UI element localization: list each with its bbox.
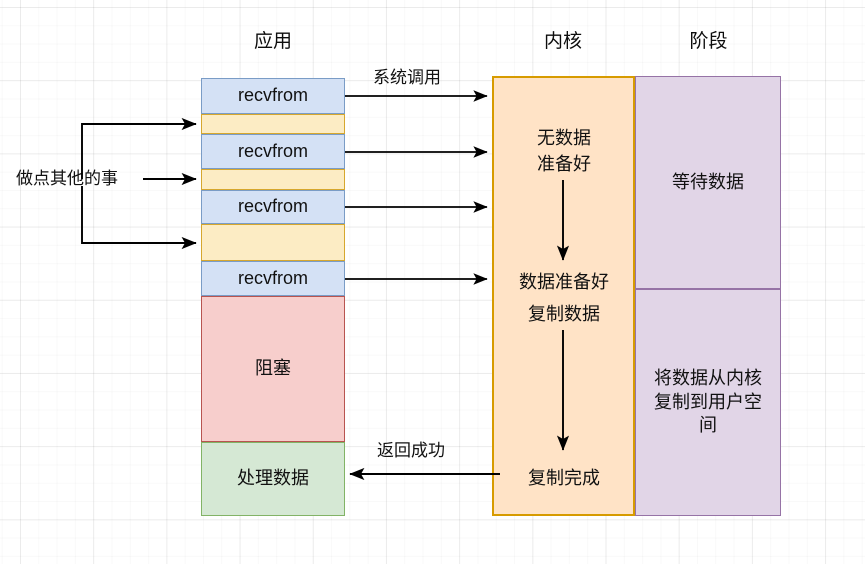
kernel-copy-data: 复制数据: [528, 304, 600, 324]
app-block-recvfrom-1: recvfrom: [201, 78, 345, 114]
kernel-no-data-line1: 无数据: [537, 128, 591, 148]
kernel-copy-done: 复制完成: [528, 468, 600, 488]
app-block-label: recvfrom: [237, 85, 308, 106]
app-block-label: recvfrom: [237, 196, 308, 217]
label-return-success: 返回成功: [377, 441, 445, 460]
column-header-phase: 阶段: [689, 31, 728, 52]
app-block-label: 处理数据: [237, 468, 309, 489]
app-block-idle-2: [201, 169, 345, 190]
app-block-idle-3: [201, 224, 345, 261]
app-block-recvfrom-3: recvfrom: [201, 190, 345, 224]
phase-waiting-label: 等待数据: [672, 171, 744, 192]
column-header-kernel: 内核: [543, 31, 582, 52]
app-block-label: recvfrom: [237, 267, 308, 288]
app-block-process: 处理数据: [201, 442, 345, 516]
app-block-recvfrom-2: recvfrom: [201, 134, 345, 169]
app-block-blocking: 阻塞: [201, 296, 345, 442]
phase-waiting-box: 等待数据: [635, 76, 781, 289]
phase-copying-label: 将数据从内核复制到用户空间: [654, 368, 762, 436]
app-block-idle-1: [201, 114, 345, 134]
app-block-recvfrom-4: recvfrom: [201, 261, 345, 296]
phase-copying-box: 将数据从内核复制到用户空间: [635, 289, 781, 516]
kernel-data-ready: 数据准备好: [519, 272, 609, 292]
app-block-label: 阻塞: [255, 358, 291, 379]
label-do-other-things: 做点其他的事: [16, 169, 118, 188]
arrow-other-things-down: [81, 186, 197, 250]
app-block-label: recvfrom: [237, 140, 308, 161]
column-header-app: 应用: [253, 31, 292, 52]
label-syscall: 系统调用: [373, 68, 441, 87]
kernel-no-data-line2: 准备好: [537, 154, 591, 174]
